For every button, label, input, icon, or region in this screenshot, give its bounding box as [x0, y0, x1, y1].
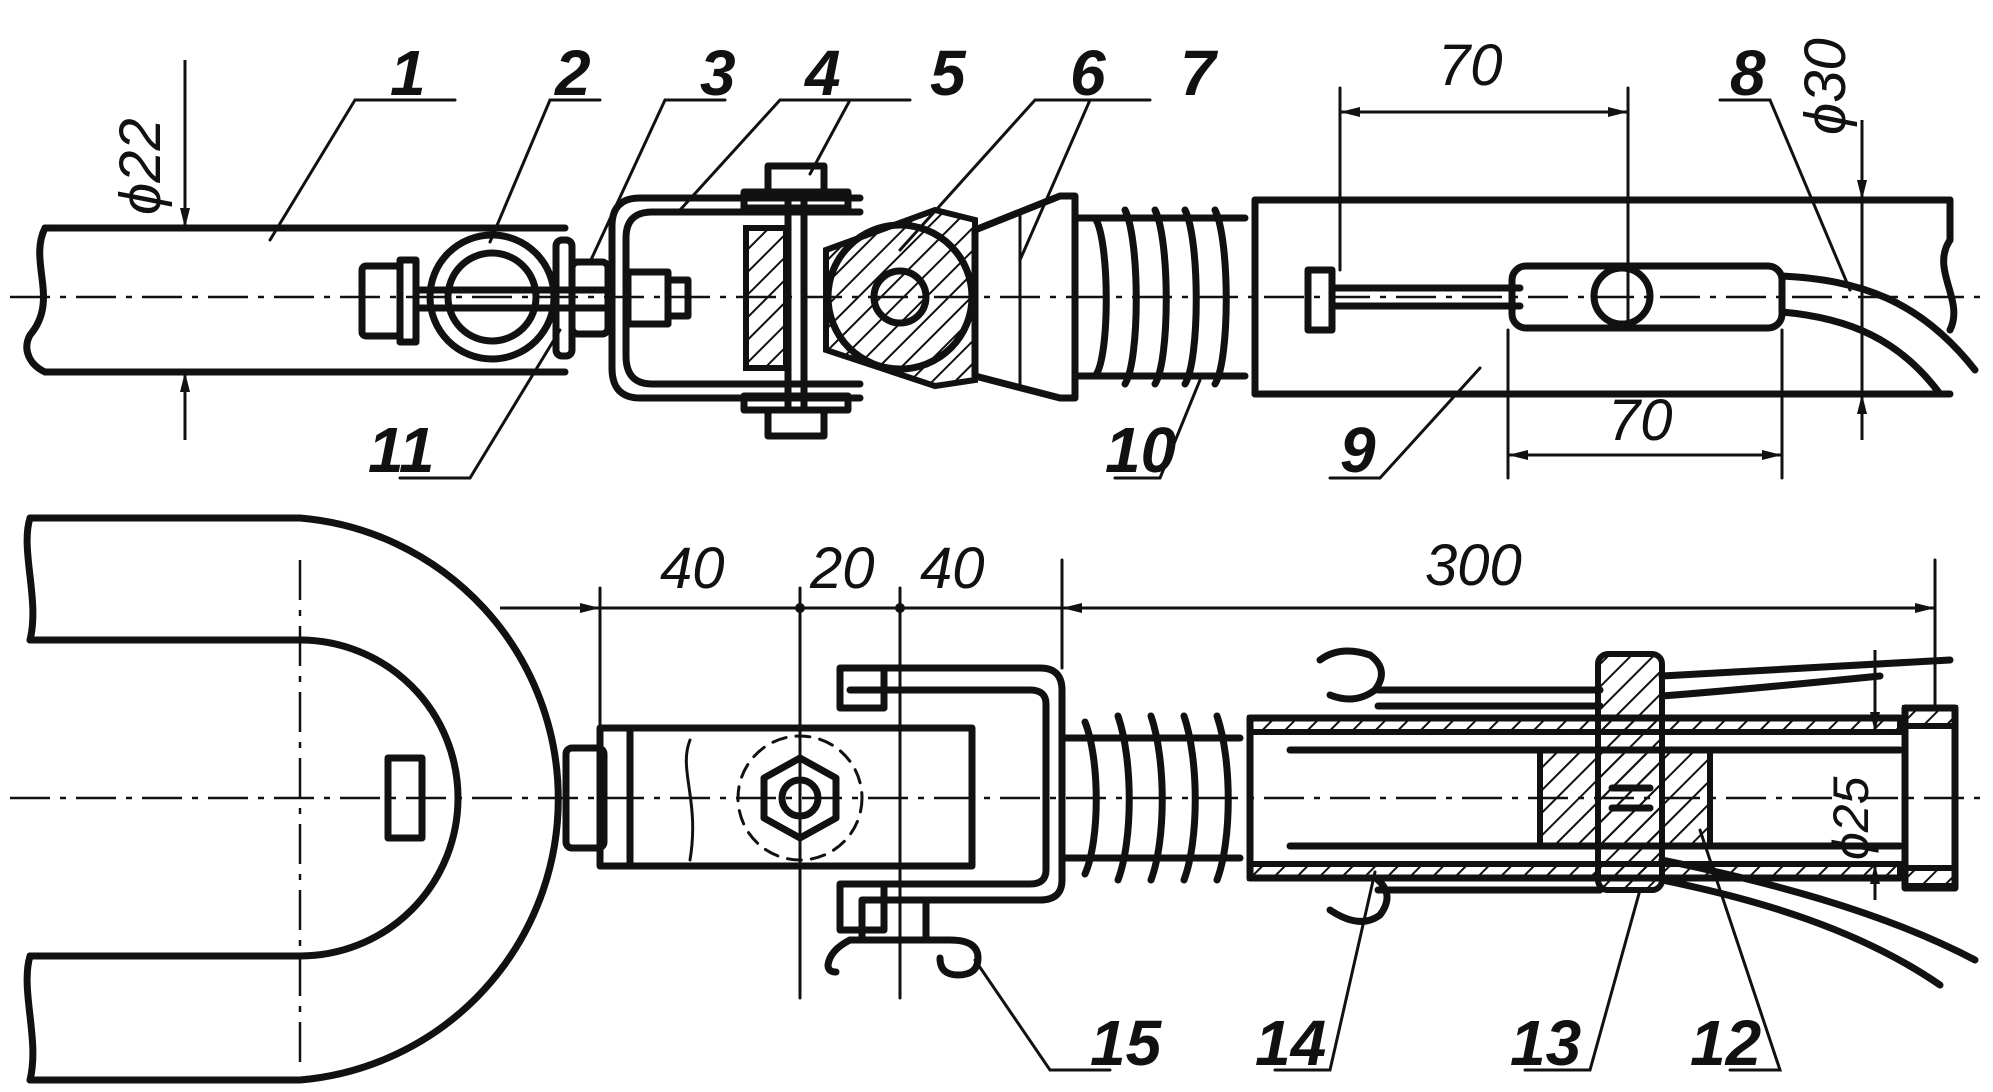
dim-40-left-label: 40 — [660, 536, 725, 601]
dim-chain: 40 20 40 300 — [500, 533, 1937, 1000]
dim-40-right-label: 40 — [920, 536, 985, 601]
clevis-bracket-part-4 — [608, 194, 864, 402]
dim-dia-25: ϕ25 — [1823, 650, 1880, 900]
dim-dia-30-label: ϕ30 — [1793, 38, 1858, 135]
dim-70-bottom: 70 — [1506, 328, 1784, 480]
part-number-labels: 1 2 3 4 5 6 7 8 9 10 11 12 13 14 15 — [368, 37, 1766, 1079]
dim-20-label: 20 — [809, 536, 875, 601]
clip-part-14 — [1316, 647, 1604, 925]
dim-70-bottom-label: 70 — [1608, 388, 1673, 453]
clamp-part-13 — [1595, 651, 1979, 989]
label-part-8: 8 — [1730, 37, 1766, 109]
dim-dia-30: ϕ30 — [1793, 38, 1867, 440]
spring-part-10 — [1071, 206, 1249, 388]
bolt-head — [358, 262, 404, 340]
bottom-view: 40 20 40 300 ϕ25 — [10, 514, 1985, 1084]
label-part-5: 5 — [930, 37, 967, 109]
spring-bottom — [1058, 712, 1244, 884]
label-part-12: 12 — [1690, 1007, 1761, 1079]
label-part-3: 3 — [700, 37, 736, 109]
label-part-15: 15 — [1090, 1007, 1163, 1079]
leader-lines — [268, 98, 1852, 1072]
cable-part-8 — [1304, 262, 1979, 398]
label-part-11: 11 — [368, 414, 434, 486]
label-part-1: 1 — [390, 37, 426, 109]
label-part-10: 10 — [1105, 414, 1176, 486]
label-part-13: 13 — [1510, 1007, 1581, 1079]
label-part-4: 4 — [803, 37, 841, 109]
label-part-7: 7 — [1180, 37, 1219, 109]
dim-dia-22: ϕ22 — [108, 60, 190, 440]
dim-70-top: 70 — [1338, 33, 1630, 332]
bracket-bolt — [562, 744, 608, 852]
tube-part-1 — [23, 224, 569, 376]
taper-part-7 — [971, 192, 1079, 402]
dim-dia-25-label: ϕ25 — [1823, 776, 1879, 860]
dim-dia-22-label: ϕ22 — [108, 118, 173, 215]
tube-part-9 — [1251, 196, 1958, 398]
u-bracket — [23, 514, 562, 1084]
eye-part-6 — [823, 206, 978, 390]
label-part-14: 14 — [1255, 1007, 1326, 1079]
top-view: ϕ22 — [10, 33, 1985, 480]
cotter-pin-part-15 — [824, 896, 982, 979]
dim-70-top-label: 70 — [1438, 33, 1503, 98]
label-part-2: 2 — [554, 37, 591, 109]
label-part-9: 9 — [1340, 414, 1376, 486]
dim-300-label: 300 — [1425, 533, 1522, 598]
bushing-section — [743, 225, 789, 371]
clevis-fork — [836, 664, 1066, 934]
label-part-6: 6 — [1070, 37, 1106, 109]
